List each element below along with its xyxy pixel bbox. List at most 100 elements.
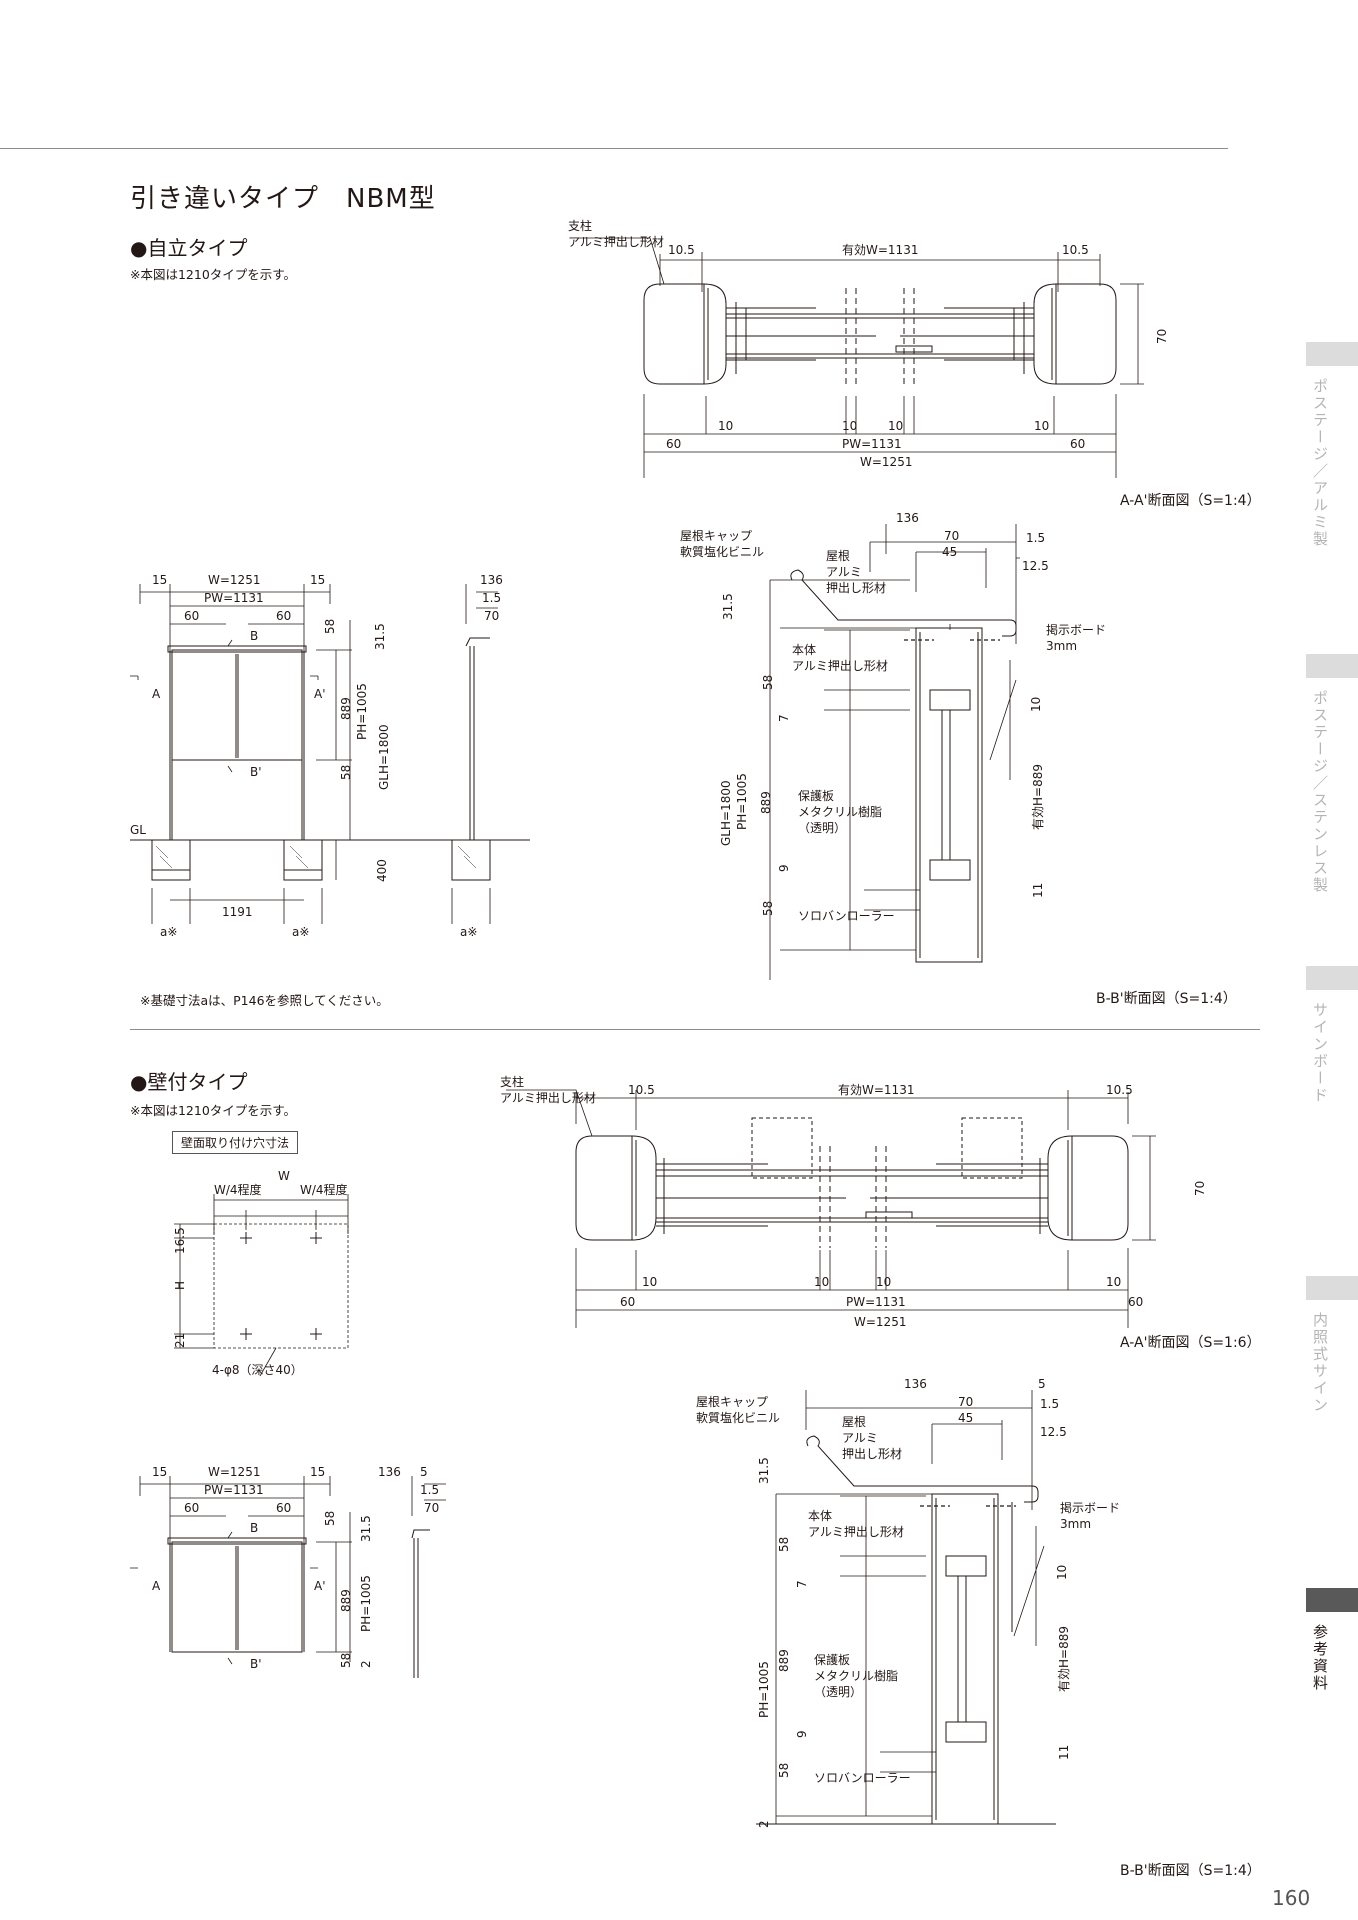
s1-aa-dim-10d: 10 [1034,419,1049,433]
s1-front-label-a: A [152,687,161,701]
s2-wall-dim-w4a: W/4程度 [214,1182,262,1197]
s1-front-label-a2: A' [314,687,326,701]
s2-front-dim-58a: 58 [323,1511,337,1526]
s2-front-dim-15b: 15 [310,1465,325,1479]
s1-bb-section-drawing: 136 70 45 1.5 12.5 屋根キャップ 軟質塩化ビニル 屋根 アルミ… [680,511,1106,980]
s1-front-dim-58a: 58 [323,619,337,634]
s2-aa-dim-60b: 60 [1128,1295,1143,1309]
s1-side-dim-70: 70 [484,609,499,623]
s1-aa-section-drawing: 支柱 アルミ押出し形材 10.5 有効W=1131 10.5 70 10 10 … [568,218,1169,478]
s1-front-dim-glh: GLH=1800 [377,724,391,790]
s1-aa-dim-w: W=1251 [860,455,912,469]
s2-front-dim-60b: 60 [276,1501,291,1515]
tab-marker-3[interactable] [1306,966,1358,990]
s1-front-dim-w: W=1251 [208,573,260,587]
s2-bb-dim-5: 5 [1038,1377,1046,1391]
s2-aa-dim-h: 70 [1193,1181,1207,1196]
s1-aa-dim-left: 10.5 [668,243,695,257]
s1-bb-dim-58b: 58 [761,901,775,916]
s1-front-dim-1191: 1191 [222,905,253,919]
s2-bb-dim-889: 889 [777,1649,791,1672]
s2-bb-body2: アルミ押出し形材 [808,1525,904,1539]
s1-bb-dim-11: 11 [1031,883,1045,898]
s2-front-dim-2: 2 [359,1660,373,1668]
s2-aa-dim-10d: 10 [1106,1275,1121,1289]
tab-marker-4[interactable] [1306,1276,1358,1300]
s2-bb-dim-10: 10 [1055,1565,1069,1580]
s2-bb-roller: ソロバンローラー [814,1771,911,1785]
s1-aa-dim-eff: 有効W=1131 [842,242,918,257]
s2-bb-roof1: 屋根 [842,1415,866,1429]
section2-heading: ●壁付タイプ [130,1070,248,1094]
s2-front-dim-pw: PW=1131 [204,1483,264,1497]
s1-aa-dim-pw: PW=1131 [842,437,902,451]
s1-front-dim-pw: PW=1131 [204,591,264,605]
s2-bb-dim-125: 12.5 [1040,1425,1067,1439]
section2-note: ※本図は1210タイプを示す。 [130,1103,297,1118]
wall-hole-box-label: 壁面取り付け穴寸法 [172,1131,299,1154]
s2-bb-prot3: （透明） [814,1685,862,1699]
section1-footnote: ※基礎寸法aは、P146を参照してください。 [140,993,389,1008]
s1-bb-roller: ソロバンローラー [798,909,895,923]
s2-bb-dim-45: 45 [958,1411,973,1425]
s1-bb-dim-136: 136 [896,511,919,525]
top-rule [0,148,1228,149]
s1-bb-dim-9: 9 [777,864,791,872]
s2-wall-dim-21: 21 [173,1333,187,1348]
s2-aa-section-drawing: 支柱 アルミ押出し形材 10.5 有効W=1131 10.5 70 10 10 … [500,1074,1207,1329]
tab-marker-2[interactable] [1306,654,1358,678]
s2-wall-hole-drawing: W W/4程度 W/4程度 16.5 H 21 4-φ8（深さ40） [173,1169,349,1377]
s1-front-dim-315: 31.5 [373,623,387,650]
s1-bb-dim-glh: GLH=1800 [719,780,733,846]
s1-bb-prot3: （透明） [798,821,846,835]
s2-aa-post-label2: アルミ押出し形材 [500,1091,596,1105]
s1-bb-dim-125: 12.5 [1022,559,1049,573]
page-title: 引き違いタイプ NBM型 [130,184,436,214]
s2-wall-dim-w: W [278,1169,290,1183]
s1-bb-roof3: 押出し形材 [826,581,886,595]
tab-label-2[interactable]: ポステージ／ステンレス製 [1311,690,1329,894]
tab-marker-5[interactable] [1306,1588,1358,1612]
s2-bb-board2: 3mm [1060,1517,1091,1531]
s1-side-dim-a: a※ [460,925,477,939]
s2-aa-post-label1: 支柱 [500,1074,524,1089]
s2-bb-dim-9: 9 [795,1730,809,1738]
s2-front-dim-60a: 60 [184,1501,199,1515]
s1-bb-prot2: メタクリル樹脂 [798,804,882,819]
s1-bb-dim-ph: PH=1005 [735,773,749,830]
s1-front-dim-889: 889 [339,697,353,720]
s1-side-dim-15: 1.5 [482,591,501,605]
s1-bb-board1: 掲示ボード [1046,622,1106,637]
tab-marker-1[interactable] [1306,342,1358,366]
s2-front-label-a2: A' [314,1579,326,1593]
s2-wall-dim-w4b: W/4程度 [300,1182,348,1197]
s2-side-dim-15: 1.5 [420,1483,439,1497]
tab-label-1[interactable]: ポステージ／アルミ製 [1311,378,1329,548]
tab-label-3[interactable]: サインボード [1311,1002,1329,1104]
s2-bb-prot2: メタクリル樹脂 [814,1668,898,1683]
s1-front-dim-400: 400 [375,859,389,882]
s1-front-dim-60a: 60 [184,609,199,623]
s1-bb-dim-45: 45 [942,545,957,559]
s1-bb-dim-70: 70 [944,529,959,543]
s1-front-elevation: 15 W=1251 15 PW=1131 60 60 B A A' B' 58 … [130,573,530,939]
s2-bb-dim-2: 2 [757,1820,771,1828]
s2-bb-board1: 掲示ボード [1060,1500,1120,1515]
s1-aa-dim-60a: 60 [666,437,681,451]
s1-bb-body1: 本体 [792,643,816,657]
s2-aa-dim-pw: PW=1131 [846,1295,906,1309]
s1-aa-post-label1: 支柱 [568,218,592,233]
s2-bb-roof2: アルミ [842,1431,878,1445]
s2-side-dim-5: 5 [420,1465,428,1479]
s2-bb-dim-315: 31.5 [757,1457,771,1484]
tab-label-4[interactable]: 内照式サイン [1311,1312,1329,1414]
s2-aa-dim-right: 10.5 [1106,1083,1133,1097]
s2-aa-dim-10a: 10 [642,1275,657,1289]
s1-front-dim-a2: a※ [292,925,309,939]
s1-front-dim-a1: a※ [160,925,177,939]
s1-front-dim-15b: 15 [310,573,325,587]
s1-front-dim-ph: PH=1005 [355,683,369,740]
s1-bb-dim-eff: 有効H=889 [1030,764,1045,830]
s2-bb-dim-eff: 有効H=889 [1056,1626,1071,1692]
tab-label-5[interactable]: 参考資料 [1311,1624,1329,1692]
